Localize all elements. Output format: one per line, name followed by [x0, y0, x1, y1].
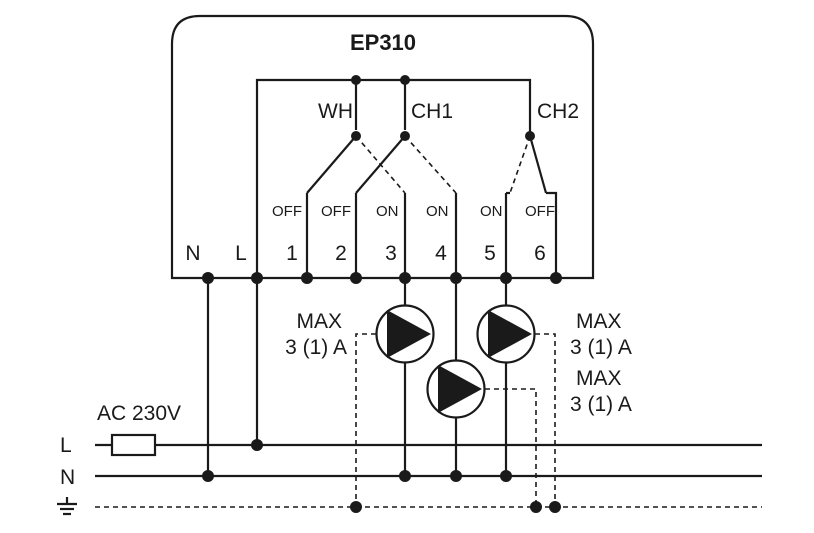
terminal-labels: N L 1 2 3 4 5 6	[185, 242, 545, 265]
terminal-label: L	[235, 242, 247, 265]
terminal-label: 6	[534, 242, 546, 265]
supply-lines: AC 230V L N	[60, 402, 762, 508]
pump-rating-label: 3 (1) A	[285, 336, 347, 359]
internal-live-bus	[255, 75, 532, 278]
relay-switch-ch1	[355, 135, 457, 194]
contact-label-ch1-on: ON	[426, 203, 449, 220]
channel-label-wh: WH	[318, 100, 353, 123]
pump-icon	[476, 304, 536, 364]
supply-voltage-label: AC 230V	[97, 402, 181, 425]
pump-icon	[375, 304, 435, 364]
contact-label-ch2-off: OFF	[525, 203, 555, 220]
supply-line-label-l: L	[60, 434, 72, 457]
supply-line-label-n: N	[60, 466, 75, 489]
channel-label-ch2: CH2	[537, 100, 579, 123]
contact-label-wh-on: ON	[376, 203, 399, 220]
pump-max-label: MAX	[296, 310, 342, 333]
terminal-label: 3	[385, 242, 397, 265]
pump-ch2	[476, 278, 561, 513]
contact-label-wh-off: OFF	[272, 203, 302, 220]
fuse-icon	[110, 433, 157, 457]
terminal-label: N	[185, 242, 200, 265]
channel-label-ch1: CH1	[411, 100, 453, 123]
contact-label-ch2-on: ON	[480, 203, 503, 220]
pump-ch1	[426, 278, 542, 513]
relay-switch-ch2	[509, 135, 548, 194]
device-model-title: EP310	[350, 30, 416, 55]
pump-max-label: MAX	[576, 310, 622, 333]
terminal-label: 5	[484, 242, 496, 265]
contact-label-ch1-off: OFF	[321, 203, 351, 220]
pump-rating-label: 3 (1) A	[570, 336, 632, 359]
pump-max-label: MAX	[576, 367, 622, 390]
relay-contacts	[305, 191, 558, 278]
earth-ground-icon	[57, 497, 77, 516]
pump-rating-label: 3 (1) A	[570, 393, 632, 416]
terminal-label: 4	[435, 242, 447, 265]
controller-housing	[170, 14, 595, 280]
relay-switch-wh	[306, 135, 406, 194]
pump-wh	[350, 278, 435, 513]
pump-icon	[426, 359, 486, 419]
terminal-label: 2	[335, 242, 347, 265]
terminal-label: 1	[286, 242, 298, 265]
external-wiring	[202, 278, 263, 482]
